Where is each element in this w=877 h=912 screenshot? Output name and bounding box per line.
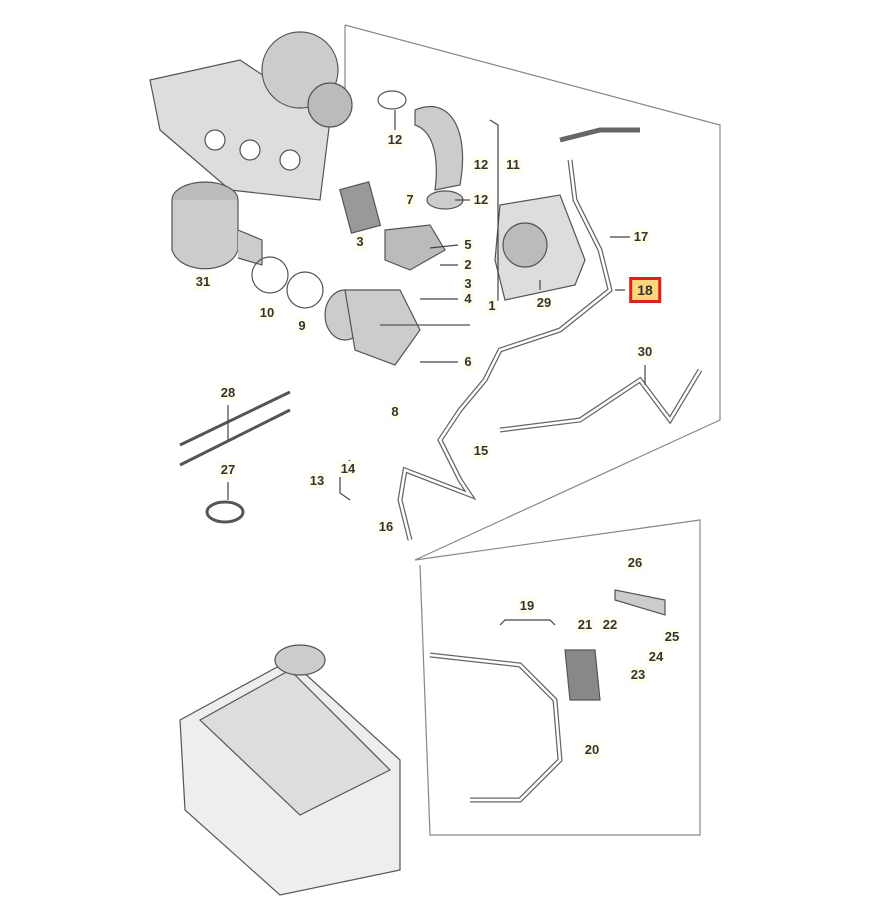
callout-8[interactable]: 8 [389,404,401,420]
valve-body [384,224,446,271]
sensor-plate [339,181,382,234]
callout-26[interactable]: 26 [625,555,645,571]
callout-20[interactable]: 20 [582,742,602,758]
callout-6[interactable]: 6 [462,354,474,370]
clamp-ring [251,256,289,294]
callout-16[interactable]: 16 [376,519,396,535]
callout-22[interactable]: 22 [600,617,620,633]
clamp-27 [205,500,245,524]
callout-15[interactable]: 15 [471,443,491,459]
callout-13[interactable]: 13 [307,473,327,489]
callout-2[interactable]: 2 [462,257,474,273]
intake-hose [414,105,464,191]
callout-10[interactable]: 10 [257,305,277,321]
callout-17[interactable]: 17 [631,229,651,245]
callout-1[interactable]: 1 [486,298,498,314]
callout-14[interactable]: 14 [338,461,358,477]
callout-7[interactable]: 7 [404,192,416,208]
callout-12[interactable]: 12 [471,157,491,173]
callout-11[interactable]: 11 [504,157,522,173]
callout-23[interactable]: 23 [628,667,648,683]
bracket-26 [614,589,666,616]
callout-19[interactable]: 19 [517,598,537,614]
o-ring [286,271,324,309]
frame-lower [414,519,701,836]
callout-3[interactable]: 3 [462,276,474,292]
callout-24[interactable]: 24 [646,649,666,665]
clamp-top [377,90,407,110]
filter-housing [171,181,263,270]
callout-18-highlighted[interactable]: 18 [629,277,661,303]
callout-9[interactable]: 9 [296,318,308,334]
callout-3[interactable]: 3 [354,234,366,250]
callout-31[interactable]: 31 [193,274,213,290]
callout-27[interactable]: 27 [218,462,238,478]
callout-12[interactable]: 12 [385,132,405,148]
throttle-housing [324,289,421,366]
callout-28[interactable]: 28 [218,385,238,401]
callout-12[interactable]: 12 [471,192,491,208]
callout-25[interactable]: 25 [662,629,682,645]
callout-29[interactable]: 29 [534,295,554,311]
callout-21[interactable]: 21 [575,617,595,633]
callout-4[interactable]: 4 [462,291,474,307]
valve-21 [564,649,601,701]
air-filter-box [179,644,401,896]
turbocharger [149,31,353,201]
callout-5[interactable]: 5 [462,237,474,253]
callout-30[interactable]: 30 [635,344,655,360]
frame-upper [344,24,721,561]
